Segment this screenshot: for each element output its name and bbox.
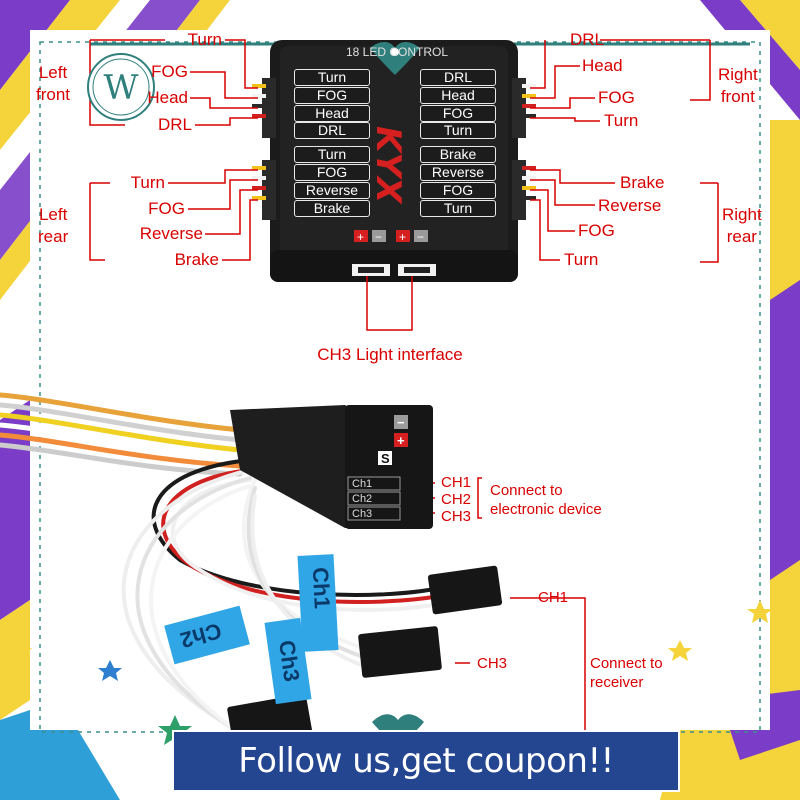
- ch3-label: CH3: [441, 508, 472, 525]
- wire-tag-ch1: Ch1: [307, 566, 335, 610]
- connection-label: FOG: [598, 88, 635, 107]
- connection-label: Brake: [174, 250, 219, 269]
- connection-label: Head: [582, 56, 623, 75]
- receiver-plus: +: [397, 433, 405, 448]
- leader-lines: [89, 39, 719, 740]
- ch3-light-interface-label: CH3 Light interface: [317, 345, 463, 364]
- connection-label: FOG: [578, 221, 615, 240]
- svg-text:W: W: [104, 68, 139, 108]
- connection-label: Turn: [604, 111, 639, 130]
- group-left-front: Left front: [36, 63, 71, 104]
- connection-label: Head: [147, 88, 188, 107]
- minus-symbol: −: [375, 230, 383, 244]
- module-slot: DRL: [294, 122, 370, 139]
- receiver-ch2: Ch2: [352, 493, 373, 505]
- connection-label: Reverse: [598, 196, 662, 215]
- wire-tags: [164, 554, 339, 705]
- connect-electronic-device-label: Connect to electronic device: [490, 482, 602, 518]
- connection-label: DRL: [570, 30, 605, 49]
- group-left-rear: Left rear: [38, 205, 69, 246]
- connection-label: Brake: [620, 173, 665, 192]
- module-slot: Brake: [294, 200, 370, 217]
- module-wire-stubs: [252, 84, 536, 200]
- receiver-minus: −: [397, 415, 405, 430]
- module-slot: FOG: [294, 87, 370, 104]
- receiver-box: [230, 405, 433, 529]
- module-slot: Head: [294, 105, 370, 122]
- group-right-front: Right front: [718, 65, 758, 106]
- module-slot: FOG: [294, 164, 370, 181]
- module-slot: Brake: [420, 146, 496, 163]
- module-slot: Reverse: [420, 164, 496, 181]
- plus-symbol: +: [399, 230, 407, 244]
- connection-label: Turn: [564, 250, 599, 269]
- connection-label: Turn: [187, 30, 222, 49]
- wire-harness: [0, 392, 442, 738]
- brand-logo: W: [87, 53, 155, 121]
- module-slot: Turn: [420, 122, 496, 139]
- plus-symbol: +: [357, 230, 365, 244]
- connection-label: FOG: [148, 199, 185, 218]
- banner-text: Follow us,get coupon!!: [238, 741, 614, 781]
- connection-label: FOG: [151, 62, 188, 81]
- module-slot: Reverse: [294, 182, 370, 199]
- connection-label: DRL: [157, 115, 192, 134]
- ch2-label: CH2: [441, 491, 472, 508]
- ch1-label: CH1: [441, 474, 472, 491]
- module-slot: Turn: [294, 69, 370, 86]
- connection-label: Turn: [130, 173, 165, 192]
- module-slot: FOG: [420, 105, 496, 122]
- connect-receiver-label: Connect to receiver: [590, 655, 663, 691]
- ornament-top: [370, 42, 420, 75]
- group-right-rear: Right rear: [722, 205, 762, 246]
- receiver-ch3: Ch3: [352, 508, 373, 520]
- module-title: 18 LED CONTROL: [346, 45, 449, 59]
- module-slot: Turn: [294, 146, 370, 163]
- module-slot: Turn: [420, 200, 496, 217]
- ch1-plug-label: CH1: [538, 589, 569, 606]
- wire-tag-ch3: Ch3: [274, 638, 305, 684]
- receiver-s: S: [381, 451, 390, 466]
- minus-symbol: −: [417, 230, 425, 244]
- connection-label: Reverse: [139, 224, 203, 243]
- coupon-banner[interactable]: Follow us,get coupon!!: [172, 730, 680, 792]
- module-slot: DRL: [420, 69, 496, 86]
- module-slot: Head: [420, 87, 496, 104]
- receiver-ch1: Ch1: [352, 478, 373, 490]
- ch3-plug-label: CH3: [477, 655, 508, 672]
- module-slot: FOG: [420, 182, 496, 199]
